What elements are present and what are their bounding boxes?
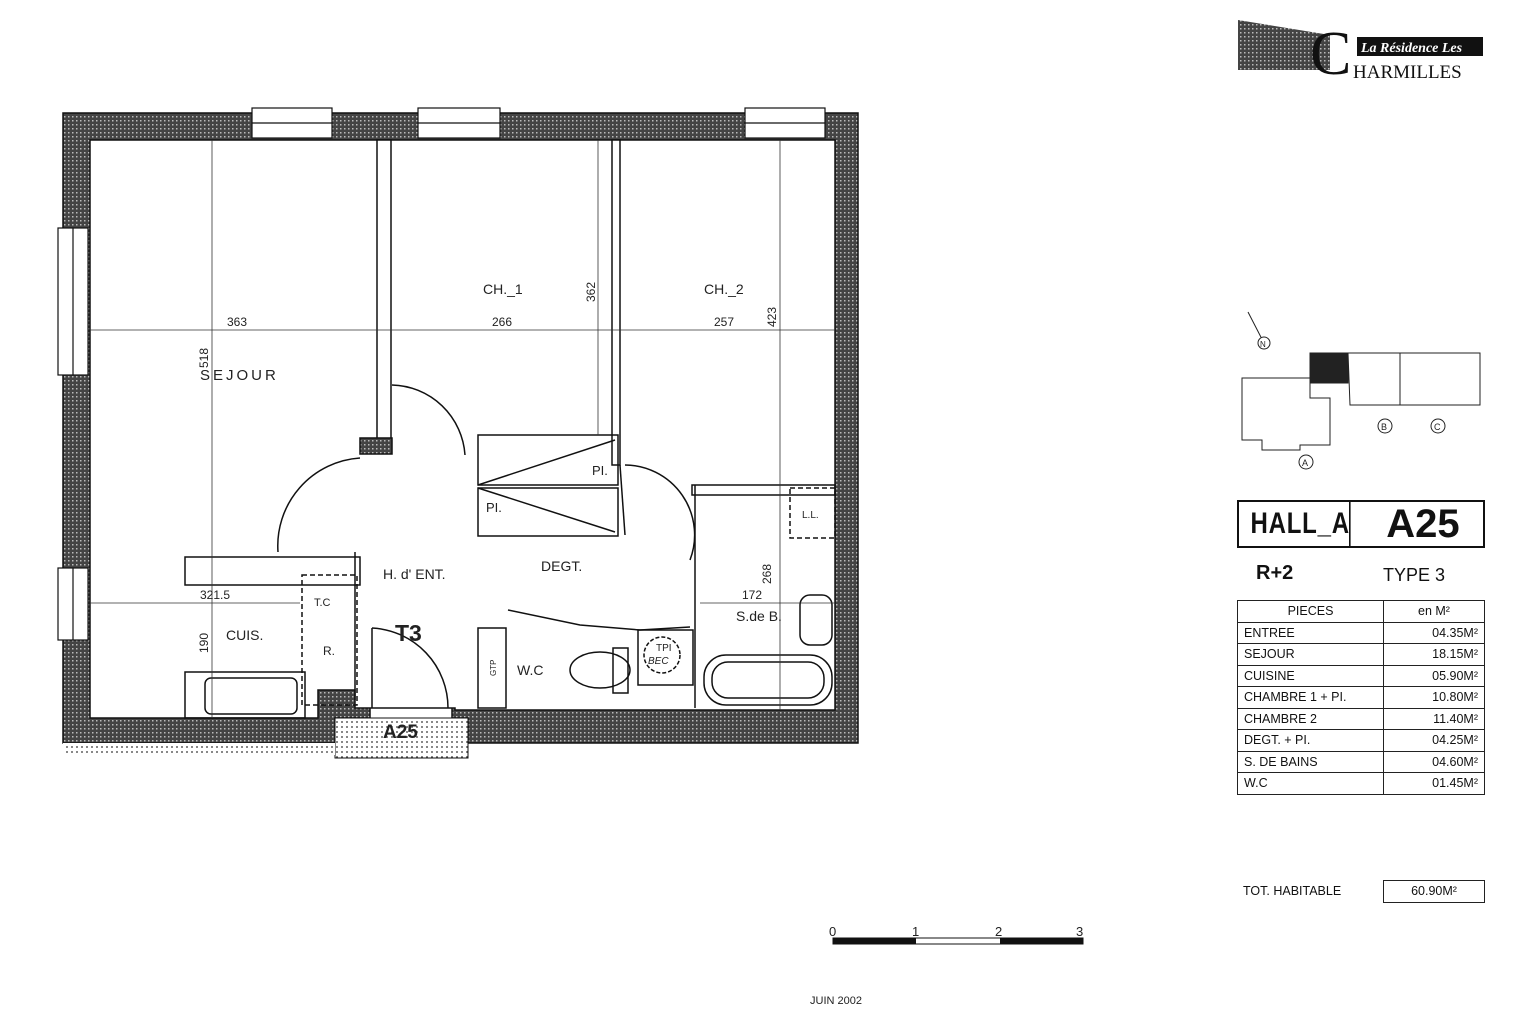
room-labels: SEJOUR CH._1 CH._2 H. d' ENT. DEGT. CUIS… <box>200 281 819 743</box>
room-name: CHAMBRE 2 <box>1237 707 1384 730</box>
room-area: 10.80M² <box>1383 686 1485 709</box>
label-ll: L.L. <box>802 510 819 521</box>
table-row: DEGT. + PI.04.25M² <box>1237 729 1485 752</box>
plan-date: JUIN 2002 <box>810 995 862 1007</box>
room-name: CUISINE <box>1237 664 1384 687</box>
room-label-ch1: CH._1 <box>483 281 523 297</box>
room-area: 04.35M² <box>1383 621 1485 644</box>
dim-ch2-width: 257 <box>714 315 734 329</box>
total-value: 60.90M² <box>1383 880 1485 903</box>
room-label-ch2: CH._2 <box>704 281 744 297</box>
room-area: 04.60M² <box>1383 750 1485 773</box>
room-name: S. DE BAINS <box>1237 750 1384 773</box>
room-name: W.C <box>1237 772 1384 795</box>
room-label-wc: W.C <box>517 662 543 678</box>
building-c-label: C <box>1434 422 1441 432</box>
building-a-label: A <box>1302 458 1308 468</box>
dim-cuisine-width: 321.5 <box>200 588 230 602</box>
room-label-cuisine: CUIS. <box>226 627 263 643</box>
dimension-lines <box>90 140 835 718</box>
room-area: 18.15M² <box>1383 643 1485 666</box>
label-r: R. <box>323 644 335 658</box>
hall-apartment-box: HALL_A A25 <box>1237 500 1485 548</box>
room-name: CHAMBRE 1 + PI. <box>1237 686 1384 709</box>
room-area: 04.25M² <box>1383 729 1485 752</box>
dim-ch2-depth: 423 <box>765 307 779 327</box>
logo-line2: HARMILLES <box>1353 62 1462 83</box>
room-label-sejour: SEJOUR <box>200 367 279 384</box>
dim-ch1-depth: 362 <box>584 282 598 302</box>
dim-cuisine-depth: 190 <box>197 633 211 653</box>
landing-area <box>334 717 469 759</box>
header-pieces: PIECES <box>1237 600 1384 623</box>
label-tpi: TPI <box>656 643 672 654</box>
logo-line1: La Résidence Les <box>1360 41 1463 56</box>
scale-bar: 0 1 2 3 <box>829 924 1084 945</box>
label-gtp: GTP <box>489 660 498 676</box>
header-area: en M² <box>1383 600 1485 623</box>
closet-label-2: PI. <box>486 500 502 515</box>
table-row: CHAMBRE 1 + PI.10.80M² <box>1237 686 1485 709</box>
apartment-type-label: T3 <box>395 620 422 646</box>
locator-map: N A B C <box>1241 311 1481 470</box>
room-area: 11.40M² <box>1383 707 1485 730</box>
apartment-number: A25 <box>1386 501 1460 546</box>
room-label-degt: DEGT. <box>541 558 582 574</box>
floor-label: R+2 <box>1256 562 1294 584</box>
dim-ch1-width: 266 <box>492 315 512 329</box>
north-label: N <box>1260 340 1266 349</box>
room-area: 01.45M² <box>1383 772 1485 795</box>
room-area: 05.90M² <box>1383 664 1485 687</box>
scale-tick-1: 1 <box>912 924 919 939</box>
closet-label-1: PI. <box>592 463 608 478</box>
apartment-highlight <box>1309 352 1349 384</box>
scale-tick-0: 0 <box>829 924 836 939</box>
label-bec: BEC <box>648 656 669 667</box>
hall-label: HALL_A <box>1250 502 1351 546</box>
total-label: TOT. HABITABLE <box>1243 884 1342 898</box>
dim-sejour-depth: 518 <box>197 348 211 368</box>
label-tc: T.C <box>314 597 331 609</box>
windows <box>57 107 826 641</box>
partitions <box>184 139 836 719</box>
dim-sdb-width: 172 <box>742 588 762 602</box>
door-number-label: A25 <box>383 722 418 743</box>
scale-tick-3: 3 <box>1076 924 1083 939</box>
room-label-entree: H. d' ENT. <box>383 566 446 582</box>
logo-initial: C <box>1310 20 1351 88</box>
building-b-label: B <box>1381 422 1387 432</box>
scale-tick-2: 2 <box>995 924 1002 939</box>
table-header-row: PIECES en M² <box>1237 600 1485 623</box>
room-name: DEGT. + PI. <box>1237 729 1384 752</box>
logo: C La Résidence Les HARMILLES <box>1238 20 1483 88</box>
dim-sejour-width: 363 <box>227 315 247 329</box>
room-name: ENTREE <box>1237 621 1384 644</box>
room-name: SEJOUR <box>1237 643 1384 666</box>
type-label: TYPE 3 <box>1383 565 1446 585</box>
dimension-labels: 363 266 257 518 362 423 321.5 190 172 26… <box>197 282 779 653</box>
room-label-sdb: S.de B. <box>736 608 782 624</box>
dim-sdb-depth: 268 <box>760 564 774 584</box>
